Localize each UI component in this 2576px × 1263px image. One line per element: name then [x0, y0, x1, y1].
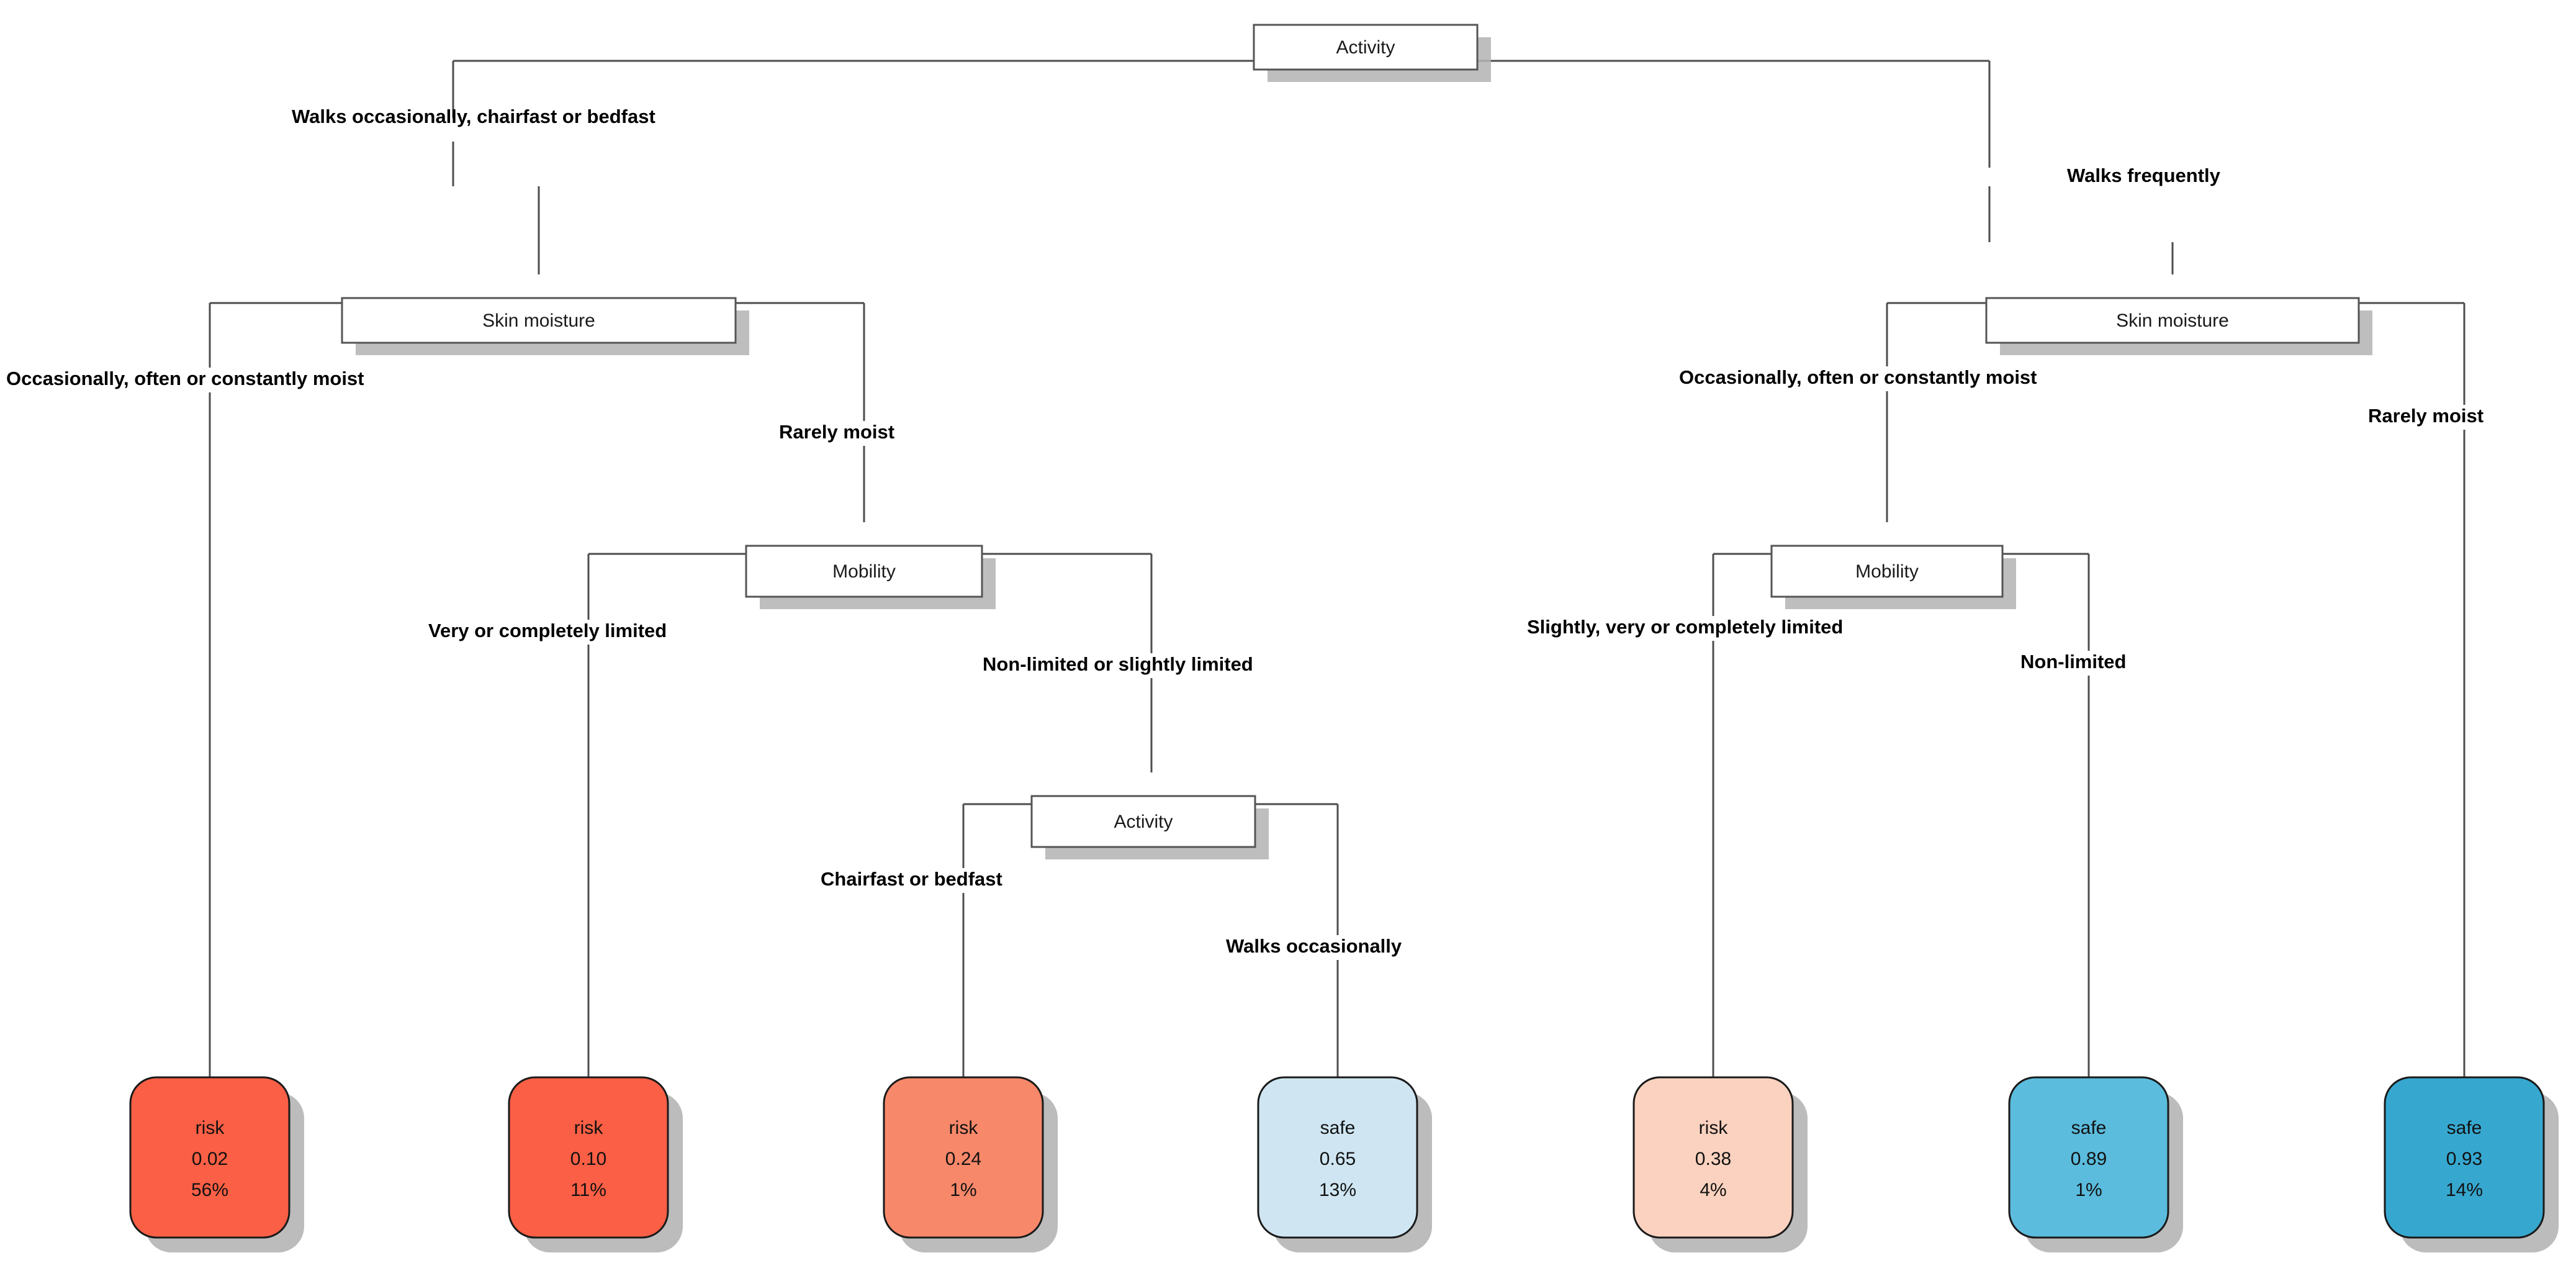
split-node-label: Activity — [1114, 812, 1173, 832]
split-node-mobR[interactable]: Mobility — [1770, 545, 2016, 609]
split-node-root[interactable]: Activity — [1253, 24, 1491, 82]
leaf-verdict: safe — [1320, 1118, 1356, 1138]
split-node-label: Skin moisture — [482, 310, 595, 331]
leaf-verdict: safe — [2071, 1118, 2107, 1138]
leaf-box — [883, 1076, 1044, 1239]
leaf-percent: 4% — [1700, 1180, 1726, 1200]
split-node-skinL[interactable]: Skin moisture — [341, 297, 749, 355]
edge-label-e1: Walks occasionally, chairfast or bedfast — [292, 106, 655, 127]
edge-label-e10: Rarely moist — [2368, 405, 2484, 427]
leaf-percent: 56% — [191, 1180, 228, 1200]
leaf-probability: 0.24 — [945, 1149, 981, 1169]
split-node-box — [1985, 297, 2360, 344]
leaf-probability: 0.65 — [1320, 1149, 1356, 1169]
split-node-label: Activity — [1336, 37, 1395, 58]
split-node-label: Mobility — [832, 561, 896, 582]
leaf-percent: 11% — [570, 1180, 606, 1200]
leaf-node-leaf4[interactable]: safe 0.65 13% — [1257, 1076, 1432, 1252]
edge-label-e12: Non-limited — [2020, 651, 2127, 672]
leaf-probability: 0.10 — [570, 1149, 606, 1169]
leaf-node-leaf7[interactable]: safe 0.93 14% — [2384, 1076, 2559, 1252]
leaf-percent: 1% — [2075, 1180, 2102, 1200]
leaf-verdict: risk — [196, 1118, 225, 1138]
edge-label-e5: Very or completely limited — [428, 620, 667, 641]
leaf-verdict: risk — [1699, 1118, 1729, 1138]
leaf-node-layer: risk 0.02 56% risk 0.10 11% risk 0.24 1% safe 0.65… — [129, 1076, 2559, 1252]
split-node-box — [745, 545, 983, 598]
split-node-skinR[interactable]: Skin moisture — [1985, 297, 2372, 355]
leaf-verdict: safe — [2447, 1118, 2482, 1138]
edge-label-e6: Non-limited or slightly limited — [983, 653, 1253, 675]
leaf-verdict: risk — [574, 1118, 604, 1138]
split-node-box — [341, 297, 737, 344]
split-node-actL[interactable]: Activity — [1030, 795, 1269, 859]
split-node-box — [1030, 795, 1256, 848]
edge-label-layer: Walks occasionally, chairfast or bedfast… — [6, 106, 2484, 957]
edge-label-e7: Chairfast or bedfast — [821, 868, 1002, 890]
edge-label-e2: Walks frequently — [2067, 165, 2221, 186]
leaf-percent: 14% — [2446, 1180, 2483, 1200]
leaf-probability: 0.93 — [2446, 1149, 2482, 1169]
leaf-verdict: risk — [949, 1118, 979, 1138]
edge-label-e9: Occasionally, often or constantly moist — [1679, 366, 2037, 388]
leaf-box — [1633, 1076, 1794, 1239]
leaf-probability: 0.02 — [192, 1149, 228, 1169]
edge-connector-layer — [209, 60, 2466, 1077]
leaf-box — [508, 1076, 669, 1239]
leaf-probability: 0.89 — [2071, 1149, 2107, 1169]
split-node-box — [1253, 24, 1479, 71]
edge-label-e8: Walks occasionally — [1226, 935, 1402, 957]
leaf-node-leaf5[interactable]: risk 0.38 4% — [1633, 1076, 1808, 1252]
leaf-percent: 1% — [950, 1180, 976, 1200]
split-node-label: Skin moisture — [2116, 310, 2229, 331]
leaf-probability: 0.38 — [1695, 1149, 1731, 1169]
leaf-box — [2384, 1076, 2545, 1239]
leaf-box — [1257, 1076, 1418, 1239]
edge-label-e11: Slightly, very or completely limited — [1527, 616, 1843, 638]
split-node-label: Mobility — [1855, 561, 1919, 582]
leaf-percent: 13% — [1319, 1180, 1356, 1200]
leaf-box — [129, 1076, 290, 1239]
split-node-box — [1770, 545, 2004, 598]
split-node-mobL[interactable]: Mobility — [745, 545, 996, 609]
edge-label-e4: Rarely moist — [779, 421, 894, 443]
leaf-node-leaf3[interactable]: risk 0.24 1% — [883, 1076, 1058, 1252]
leaf-node-leaf1[interactable]: risk 0.02 56% — [129, 1076, 304, 1252]
leaf-node-leaf6[interactable]: safe 0.89 1% — [2008, 1076, 2183, 1252]
leaf-node-leaf2[interactable]: risk 0.10 11% — [508, 1076, 683, 1252]
leaf-box — [2008, 1076, 2169, 1239]
edge-label-e3: Occasionally, often or constantly moist — [6, 368, 364, 389]
